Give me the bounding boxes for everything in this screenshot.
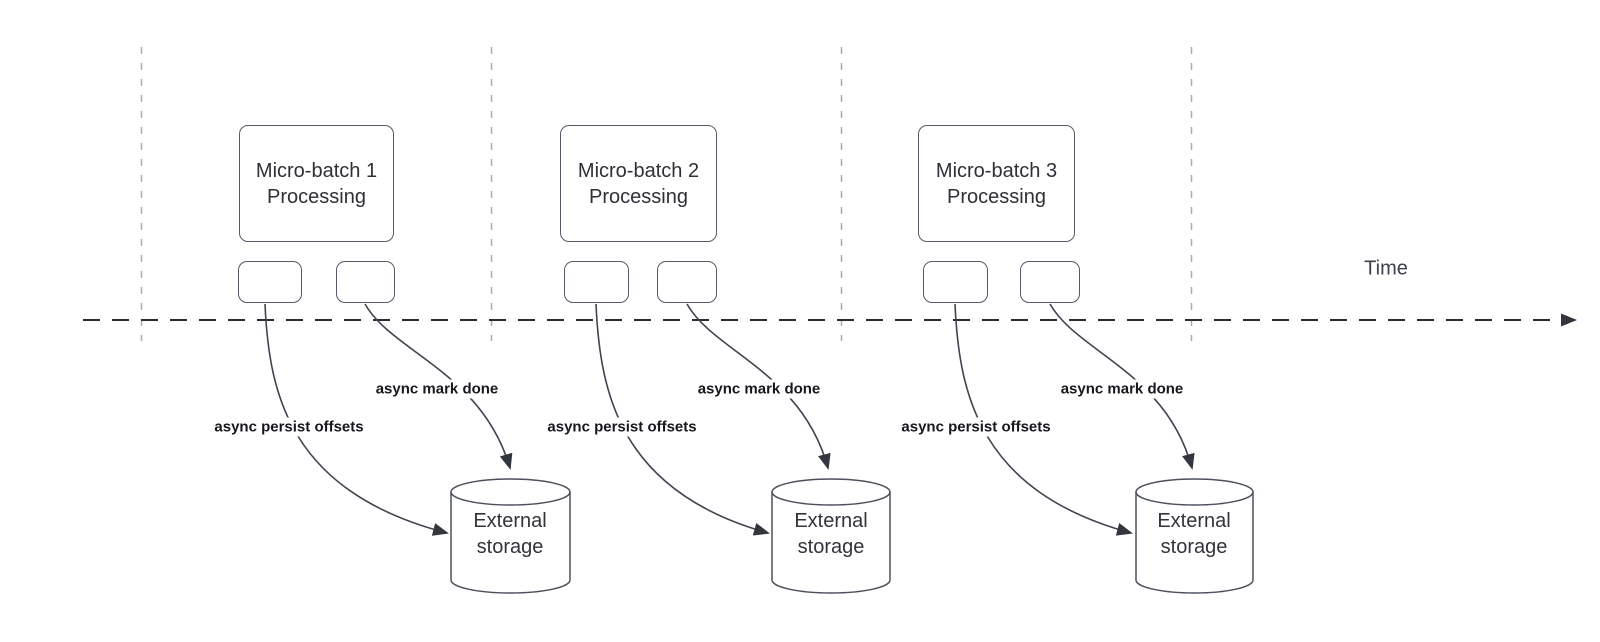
external-storage-label-2: External storage	[766, 508, 896, 560]
batch-2-persist-offsets-label: async persist offsets	[544, 417, 700, 437]
micro-batch-3-title-line2: Processing	[947, 185, 1046, 208]
mark-done-arrow-3	[1049, 303, 1195, 470]
mark-done-arrow-1	[364, 303, 513, 470]
external-storage-cylinder-3	[1135, 478, 1254, 594]
micro-batch-1-title-line1: Micro-batch 1	[255, 159, 378, 182]
mark-done-arrow-2	[686, 303, 831, 470]
micro-batch-1-title-line2: Processing	[267, 185, 366, 208]
micro-batch-2-title-line1: Micro-batch 2	[577, 159, 700, 182]
time-axis-label: Time	[1364, 257, 1408, 280]
persist-offsets-arrow-1	[264, 303, 449, 536]
persist-offsets-arrow-2	[595, 303, 770, 536]
external-storage-label-3-line2: storage	[1160, 536, 1228, 558]
external-storage-label-1: External storage	[445, 508, 575, 560]
micro-batch-2-processing-box: Micro-batch 2 Processing	[560, 125, 717, 242]
batch-3-persist-offsets-task-box	[923, 261, 988, 303]
batch-2-persist-offsets-task-box	[564, 261, 629, 303]
persist-offsets-arrow-3	[954, 303, 1133, 536]
batch-3-persist-offsets-label: async persist offsets	[898, 417, 1054, 437]
external-storage-label-2-line2: storage	[797, 536, 865, 558]
batch-2-mark-done-label: async mark done	[694, 379, 824, 399]
external-storage-label-3: External storage	[1129, 508, 1259, 560]
external-storage-label-2-line1: External	[794, 510, 868, 532]
micro-batch-3-processing-box: Micro-batch 3 Processing	[918, 125, 1075, 242]
external-storage-cylinder-2	[771, 478, 891, 594]
batch-2-mark-done-task-box	[657, 261, 717, 303]
batch-3-mark-done-label: async mark done	[1057, 379, 1187, 399]
batch-1-persist-offsets-task-box	[238, 261, 302, 303]
batch-1-mark-done-task-box	[336, 261, 395, 303]
external-storage-label-3-line1: External	[1157, 510, 1231, 532]
external-storage-label-1-line1: External	[473, 510, 547, 532]
micro-batch-3-title-line1: Micro-batch 3	[935, 159, 1058, 182]
batch-3-mark-done-task-box	[1020, 261, 1080, 303]
batch-1-persist-offsets-label: async persist offsets	[211, 417, 367, 437]
external-storage-cylinder-1	[450, 478, 571, 594]
micro-batch-2-title-line2: Processing	[589, 185, 688, 208]
micro-batch-1-processing-box: Micro-batch 1 Processing	[239, 125, 394, 242]
external-storage-label-1-line2: storage	[476, 536, 544, 558]
batch-1-mark-done-label: async mark done	[372, 379, 502, 399]
